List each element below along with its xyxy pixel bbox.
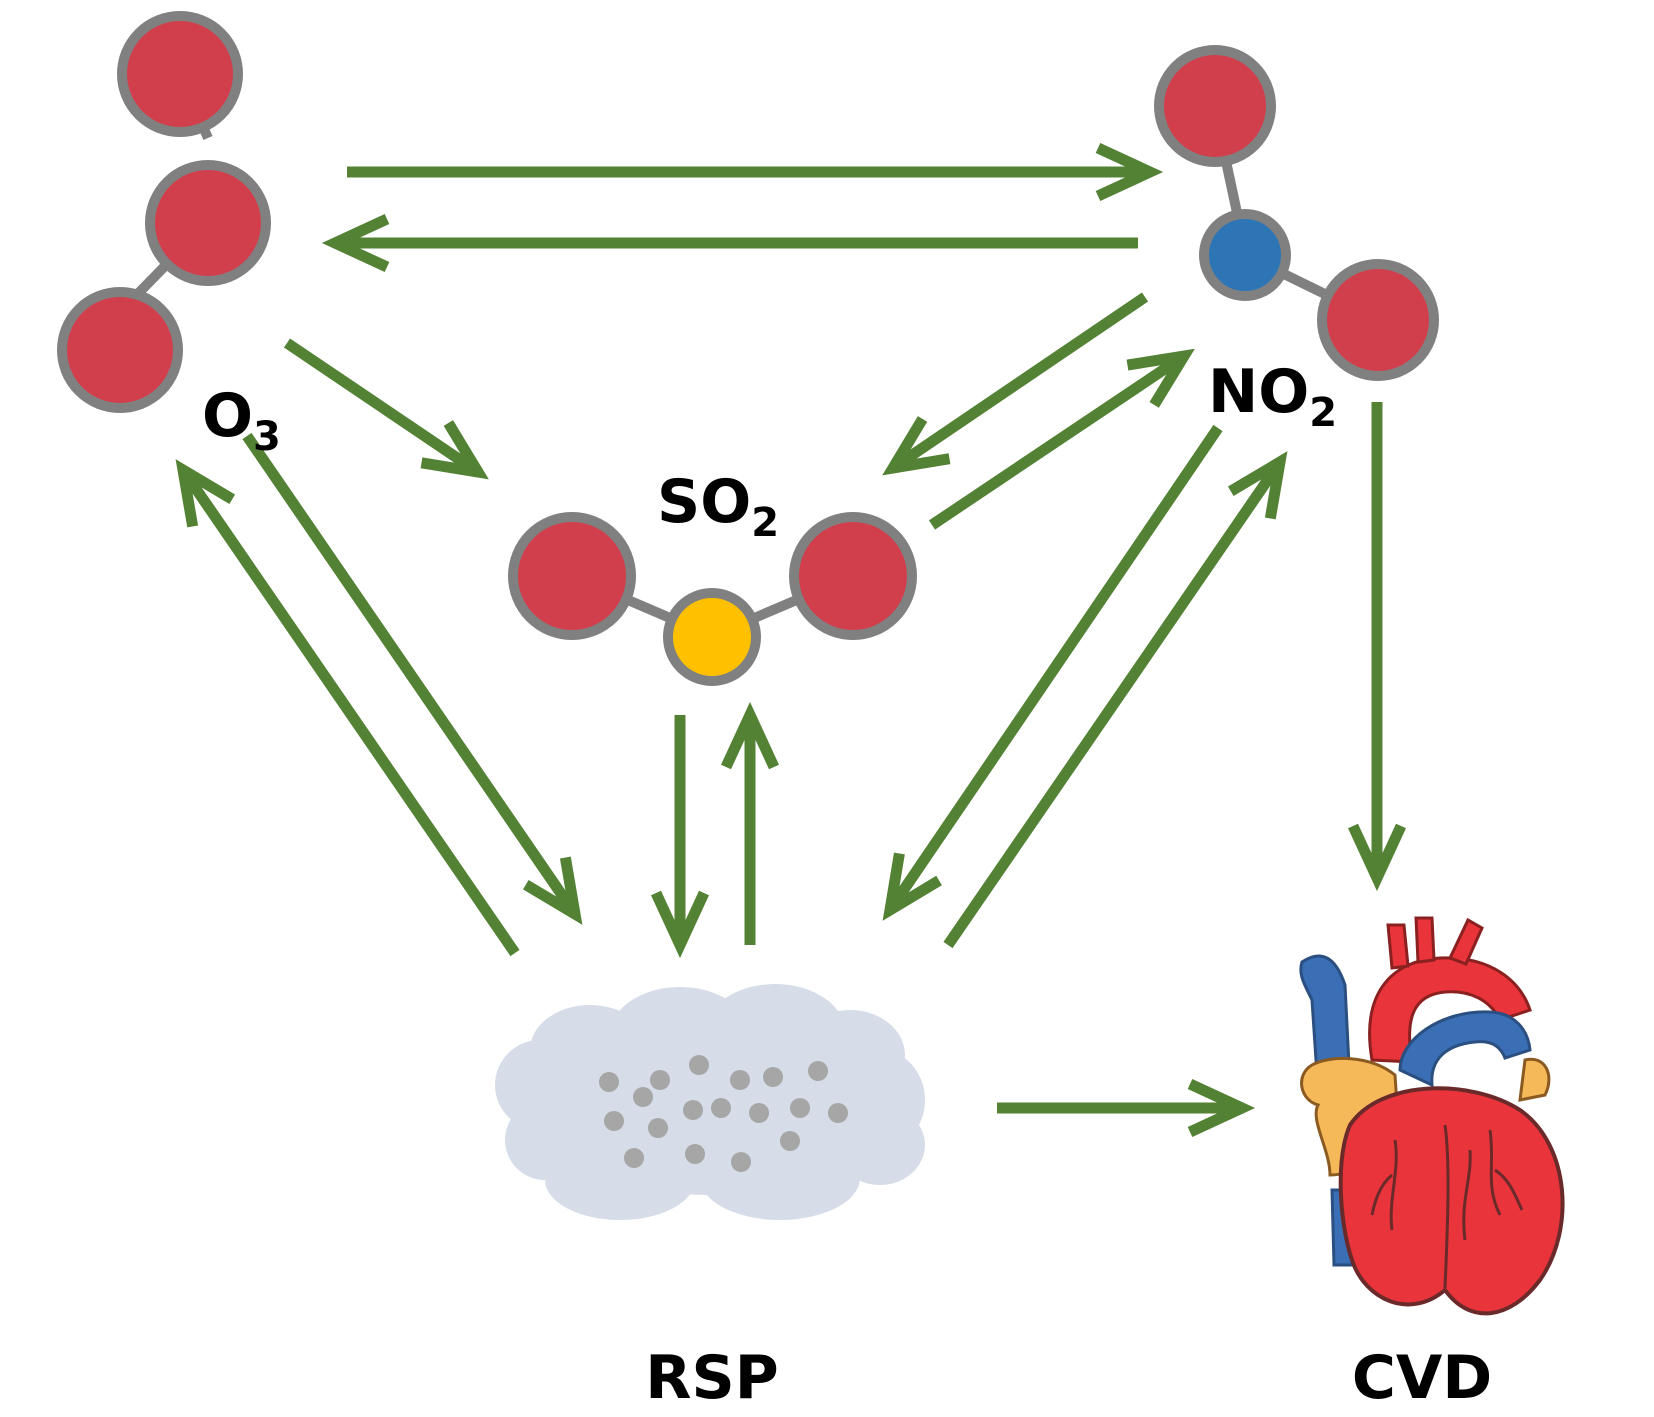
particle-dot	[730, 1070, 750, 1090]
so2-oxygen-atom-1	[508, 512, 636, 640]
arrowhead	[1227, 451, 1288, 520]
particle-dot	[763, 1067, 783, 1087]
arrowhead	[882, 416, 951, 476]
arrowhead	[1348, 823, 1406, 892]
so2-oxygen-atom-2	[789, 512, 917, 640]
arrowhead	[522, 856, 583, 925]
arrowhead	[1126, 348, 1195, 408]
arrow-no2-to-rsp	[882, 424, 1223, 921]
arrowhead	[721, 701, 779, 770]
no2-nitrogen-atom	[1199, 209, 1291, 301]
arrow-no2-to-so2	[882, 292, 1149, 476]
arrow-o3-to-no2	[347, 143, 1164, 201]
particle-dot	[689, 1055, 709, 1075]
arrow-o3-to-rsp	[242, 432, 583, 925]
particle-dot	[599, 1072, 619, 1092]
particle-dot	[731, 1152, 751, 1172]
sulfur-dioxide-molecule-icon	[508, 512, 917, 686]
o3-oxygen-atom-1	[117, 11, 243, 137]
particle-dot	[808, 1061, 828, 1081]
particle-dot	[624, 1148, 644, 1168]
arrow-rsp-to-o3	[175, 459, 520, 957]
arrow-so2-to-rsp	[651, 715, 709, 959]
particle-dot	[650, 1070, 670, 1090]
particle-dot	[828, 1103, 848, 1123]
no2-label: NO2	[1208, 357, 1337, 436]
arrows-layer	[175, 143, 1406, 1137]
arrowhead	[1187, 1079, 1256, 1137]
o3-oxygen-atom-3	[57, 287, 183, 413]
arrow-no2-to-cvd	[1348, 402, 1406, 892]
particle-dot	[604, 1111, 624, 1131]
no2-oxygen-atom-1	[1154, 45, 1276, 167]
arrow-rsp-to-cvd	[997, 1079, 1256, 1137]
particle-dot	[683, 1100, 703, 1120]
so2-label: SO2	[657, 467, 779, 546]
so2-sulfur-atom	[663, 588, 761, 686]
arrow-rsp-to-so2	[721, 701, 779, 945]
arrow-so2-to-no2	[928, 348, 1195, 530]
particle-dot	[790, 1098, 810, 1118]
arrowhead	[420, 420, 489, 480]
arrow-o3-to-so2	[283, 338, 489, 480]
particle-dot	[780, 1131, 800, 1151]
arrow-no2-to-o3	[321, 214, 1138, 272]
particle-dot	[749, 1103, 769, 1123]
arrowhead	[882, 852, 942, 921]
particle-dot	[711, 1098, 731, 1118]
arrowhead	[321, 214, 390, 272]
o3-oxygen-atom-2	[145, 160, 271, 286]
particle-dot	[685, 1144, 705, 1164]
arrowhead	[651, 890, 709, 959]
cvd-label: CVD	[1352, 1343, 1492, 1413]
no2-oxygen-atom-2	[1317, 259, 1439, 381]
arrowhead	[175, 459, 236, 528]
rsp-label: RSP	[645, 1343, 778, 1413]
ozone-molecule-icon	[57, 11, 271, 413]
heart-icon	[1299, 916, 1565, 1316]
arrowhead	[1095, 143, 1164, 201]
particle-dot	[648, 1118, 668, 1138]
arrow-rsp-to-no2	[943, 451, 1288, 949]
nitrogen-dioxide-molecule-icon	[1154, 45, 1439, 381]
o3-label: O3	[202, 381, 281, 460]
particulate-cloud-icon	[495, 984, 925, 1220]
particle-dot	[633, 1087, 653, 1107]
